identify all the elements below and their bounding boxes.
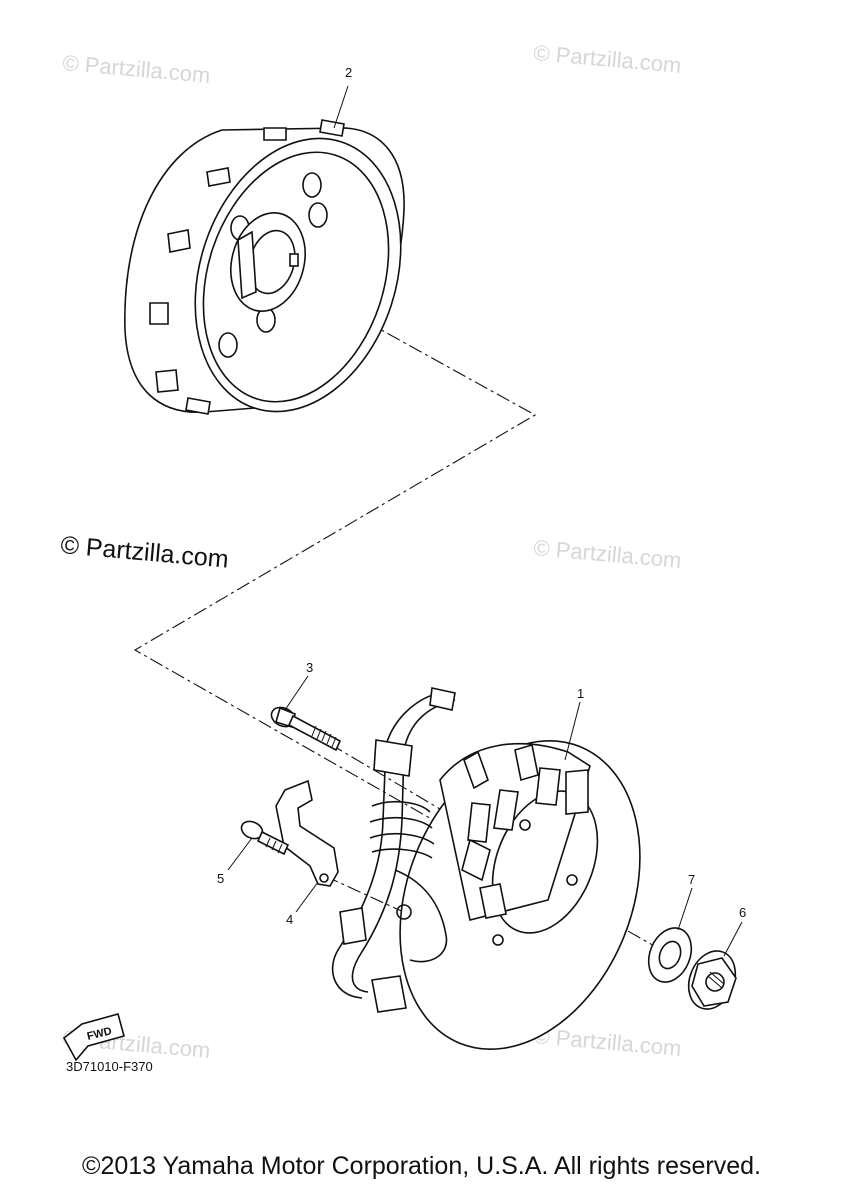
flywheel-rotor [124,119,405,415]
pickup-coil [371,975,407,1013]
stator-hole [492,934,504,946]
bolt-thread [311,725,337,748]
stator-bolt [270,706,342,752]
watermark-main: © Partzilla.com [59,531,229,574]
rotor-hole [218,332,238,358]
stator-coil [467,802,491,843]
stator-hole [566,874,578,886]
bracket-body [275,779,339,887]
rotor-inner-rim [202,151,390,403]
wire-harness [331,692,441,999]
stator-coil [461,838,491,882]
callout-5: 5 [217,871,224,886]
wire-harness [351,699,456,993]
stator-coil [463,750,489,790]
pickup-lead [394,869,448,963]
callout-7: 7 [688,872,695,887]
copyright-footer: ©2013 Yamaha Motor Corporation, U.S.A. A… [82,1152,761,1180]
stator-coil [535,767,561,806]
leader-7 [677,887,693,931]
wire-connector [479,883,507,919]
rotor-keyway [289,253,299,267]
fwd-arrow-icon [62,1013,125,1062]
watermark-bottom-right: © Partzilla.com [533,1023,683,1061]
leader-3 [284,675,309,711]
stator-coil [514,743,539,782]
diagram-part-number: 3D71010-F370 [66,1059,153,1074]
leader-1 [564,701,581,761]
leader-2 [333,85,349,129]
magnet-tab [319,119,345,137]
washer [647,927,693,983]
bracket-screw [240,820,290,856]
magnet-tab [155,369,179,393]
callout-4: 4 [286,912,293,927]
callout-3: 3 [306,660,313,675]
watermark-top-left: © Partzilla.com [62,50,212,88]
stator-coil [493,789,519,831]
bracket-hole [319,873,329,883]
rotor-hub-step [237,230,257,300]
pickup-bolt [396,904,412,920]
callout-1: 1 [577,686,584,701]
stator-hole [519,819,531,831]
fwd-label: FWD [86,1025,113,1043]
nut-hex [691,957,737,1007]
leader-lines [227,85,743,957]
magnet-tab [185,397,211,415]
wire-clamp [339,907,367,945]
bolt-shank [287,714,342,752]
callout-2: 2 [345,65,352,80]
washer-outer [647,927,693,983]
magnet-tab [263,127,287,141]
magnet-tab [167,229,191,253]
nut-bore [705,972,725,992]
washer-inner [658,940,682,970]
leader-5 [227,837,253,871]
nut [687,950,737,1010]
fwd-arrow: FWD [62,1013,125,1062]
magnet-tab [149,302,169,325]
grommet [373,739,413,777]
leader-4 [295,881,319,913]
rotor-hole [302,172,322,198]
rotor-axis-line [133,284,671,956]
screw-thread [265,837,283,854]
wire-loom-wraps [369,800,435,859]
wire-holder-bracket [275,779,339,887]
watermark-top-right: © Partzilla.com [533,40,683,78]
stator-coil [565,769,589,815]
callout-labels: 2 3 1 5 4 7 6 [217,65,746,927]
magnet-tab [206,167,231,187]
leader-6 [723,921,743,957]
callout-6: 6 [739,905,746,920]
wire-end-cap [429,687,456,711]
watermark-mid-right: © Partzilla.com [533,535,683,573]
rotor-hole [308,202,328,228]
stator-assembly [331,687,641,1050]
bracket-axis-line [324,875,411,916]
nut-thread [707,971,725,989]
